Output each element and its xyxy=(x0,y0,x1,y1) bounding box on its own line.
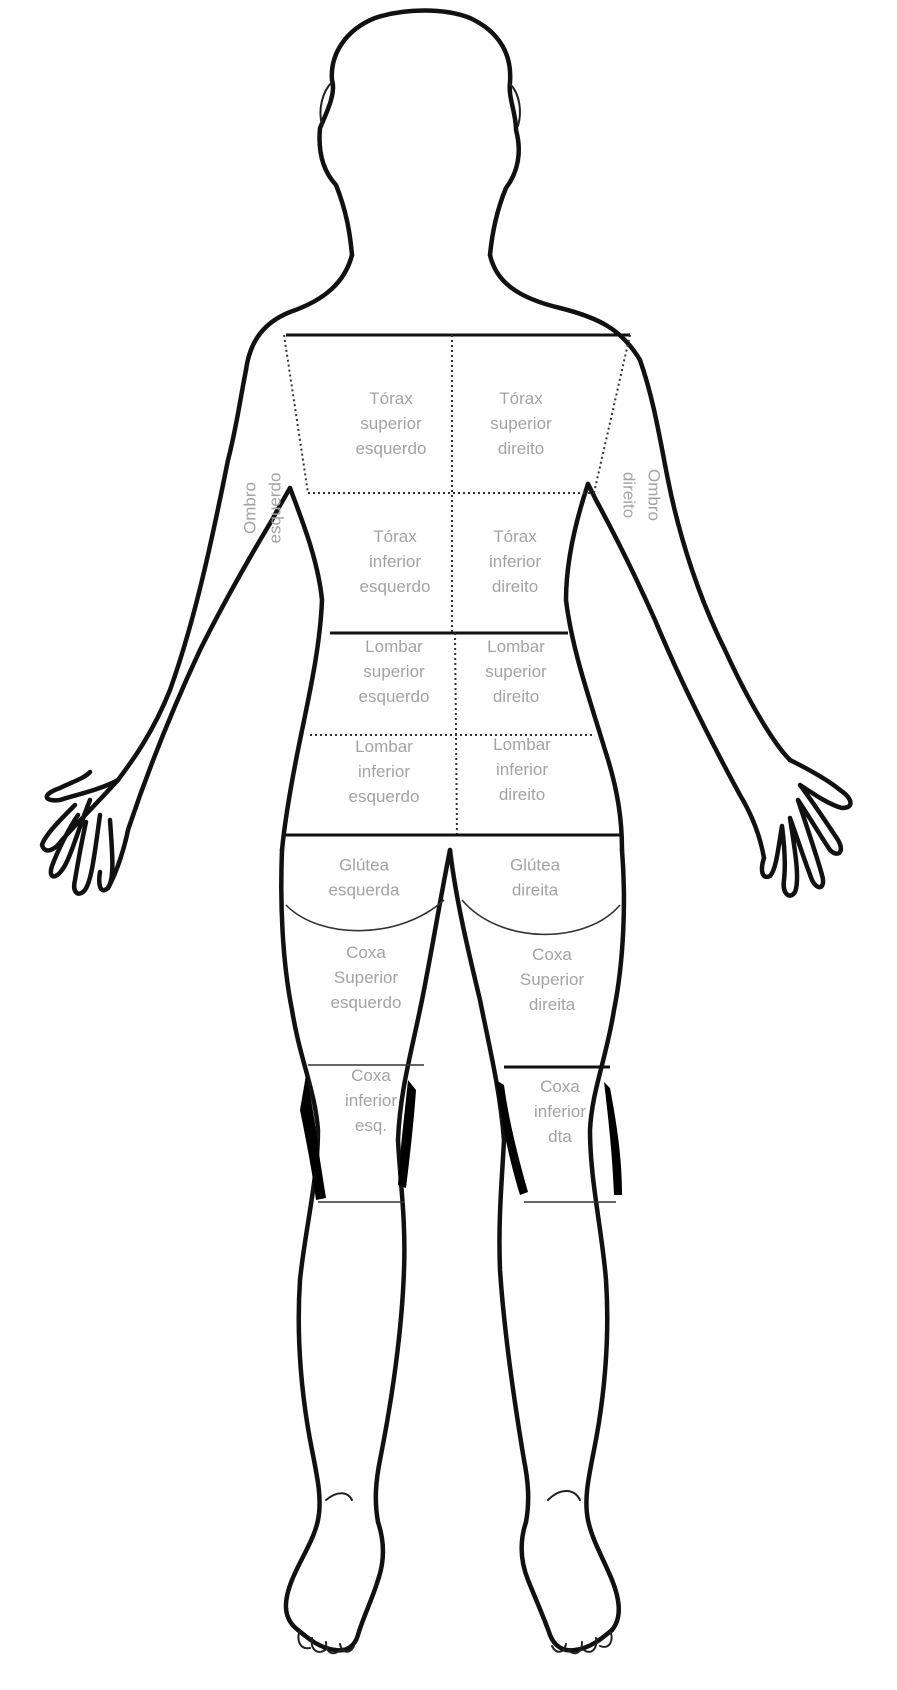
left-leg-inner xyxy=(376,850,450,1522)
label-ombro-dir: Ombro direito xyxy=(620,469,664,521)
label-line: esq. xyxy=(355,1116,387,1135)
label-torax-sup-esq: Tórax superior esquerdo xyxy=(356,389,427,458)
label-line: esquerdo xyxy=(349,787,420,806)
label-line: Coxa xyxy=(346,943,386,962)
label-line: Lombar xyxy=(493,735,551,754)
label-line: superior xyxy=(490,414,552,433)
label-line: inferior xyxy=(369,552,421,571)
label-line: esquerda xyxy=(329,881,400,900)
right-arm-outer xyxy=(640,360,790,760)
label-lombar-sup-dir: Lombar superior direito xyxy=(485,637,547,706)
region-labels: Tórax superior esquerdo Tórax superior direi… xyxy=(241,389,664,1146)
label-lombar-inf-dir: Lombar inferior direito xyxy=(493,735,551,804)
right-leg-outer xyxy=(586,850,624,1630)
label-line: Ombro xyxy=(645,469,664,521)
label-line: Lombar xyxy=(365,637,423,656)
label-line: direito xyxy=(499,785,545,804)
label-line: esquerdo xyxy=(356,439,427,458)
left-shoulder-outline xyxy=(246,255,352,370)
label-line: esquerdo xyxy=(359,687,430,706)
label-line: Tórax xyxy=(493,527,537,546)
left-leg-outer xyxy=(281,850,319,1630)
head-outline xyxy=(320,11,519,256)
label-lombar-sup-esq: Lombar superior esquerdo xyxy=(359,637,430,706)
label-glutea-esq: Glútea esquerda xyxy=(329,856,400,900)
region-dividers xyxy=(284,335,630,1202)
label-line: superior xyxy=(363,662,425,681)
left-gluteal-curve xyxy=(286,900,444,931)
label-line: Superior xyxy=(520,970,585,989)
label-line: direito xyxy=(620,472,639,518)
label-line: superior xyxy=(485,662,547,681)
label-line: esquerdo xyxy=(331,993,402,1012)
label-torax-inf-esq: Tórax inferior esquerdo xyxy=(360,527,431,596)
label-line: esquerdo xyxy=(266,473,285,544)
label-line: inferior xyxy=(496,760,548,779)
right-shoulder-outline xyxy=(490,255,640,360)
label-lombar-inf-esq: Lombar inferior esquerdo xyxy=(349,737,420,806)
label-line: superior xyxy=(360,414,422,433)
right-upper-side-dotted xyxy=(594,335,630,493)
torso-right-side xyxy=(566,484,622,850)
label-line: esquerdo xyxy=(360,577,431,596)
label-line: Tórax xyxy=(499,389,543,408)
left-arm-inner xyxy=(108,488,290,888)
right-hand xyxy=(762,760,850,896)
label-line: Glútea xyxy=(510,856,561,875)
label-line: direito xyxy=(493,687,539,706)
label-line: inferior xyxy=(358,762,410,781)
label-line: inferior xyxy=(534,1102,586,1121)
body-outline xyxy=(42,11,850,1654)
left-arm-outer xyxy=(118,370,246,780)
torso-left-side xyxy=(282,488,322,850)
right-foot xyxy=(522,1522,612,1650)
label-line: Superior xyxy=(334,968,399,987)
label-line: Ombro xyxy=(241,482,260,534)
right-arm-inner xyxy=(588,484,764,858)
label-line: Lombar xyxy=(487,637,545,656)
label-coxa-inf-dir: Coxa inferior dta xyxy=(534,1077,586,1146)
right-knee-outer-marker xyxy=(604,1082,622,1195)
left-hand xyxy=(42,772,118,894)
label-line: direito xyxy=(492,577,538,596)
label-line: dta xyxy=(548,1127,572,1146)
left-upper-side-dotted xyxy=(284,335,308,493)
label-line: Coxa xyxy=(351,1066,391,1085)
label-line: Tórax xyxy=(373,527,417,546)
label-glutea-dir: Glútea direita xyxy=(510,856,561,900)
label-torax-inf-dir: Tórax inferior direito xyxy=(489,527,541,596)
label-line: inferior xyxy=(489,552,541,571)
label-coxa-inf-esq: Coxa inferior esq. xyxy=(345,1066,397,1135)
label-line: Glútea xyxy=(339,856,390,875)
right-ankle xyxy=(548,1491,580,1500)
left-ankle xyxy=(326,1493,352,1500)
label-line: Tórax xyxy=(369,389,413,408)
label-line: direita xyxy=(512,881,559,900)
label-line: direita xyxy=(529,995,576,1014)
label-line: Lombar xyxy=(355,737,413,756)
label-line: direito xyxy=(498,439,544,458)
right-leg-inner xyxy=(450,850,528,1522)
right-gluteal-curve xyxy=(462,900,620,934)
label-line: inferior xyxy=(345,1091,397,1110)
label-torax-sup-dir: Tórax superior direito xyxy=(490,389,552,458)
label-line: Coxa xyxy=(532,945,572,964)
label-line: Coxa xyxy=(540,1077,580,1096)
